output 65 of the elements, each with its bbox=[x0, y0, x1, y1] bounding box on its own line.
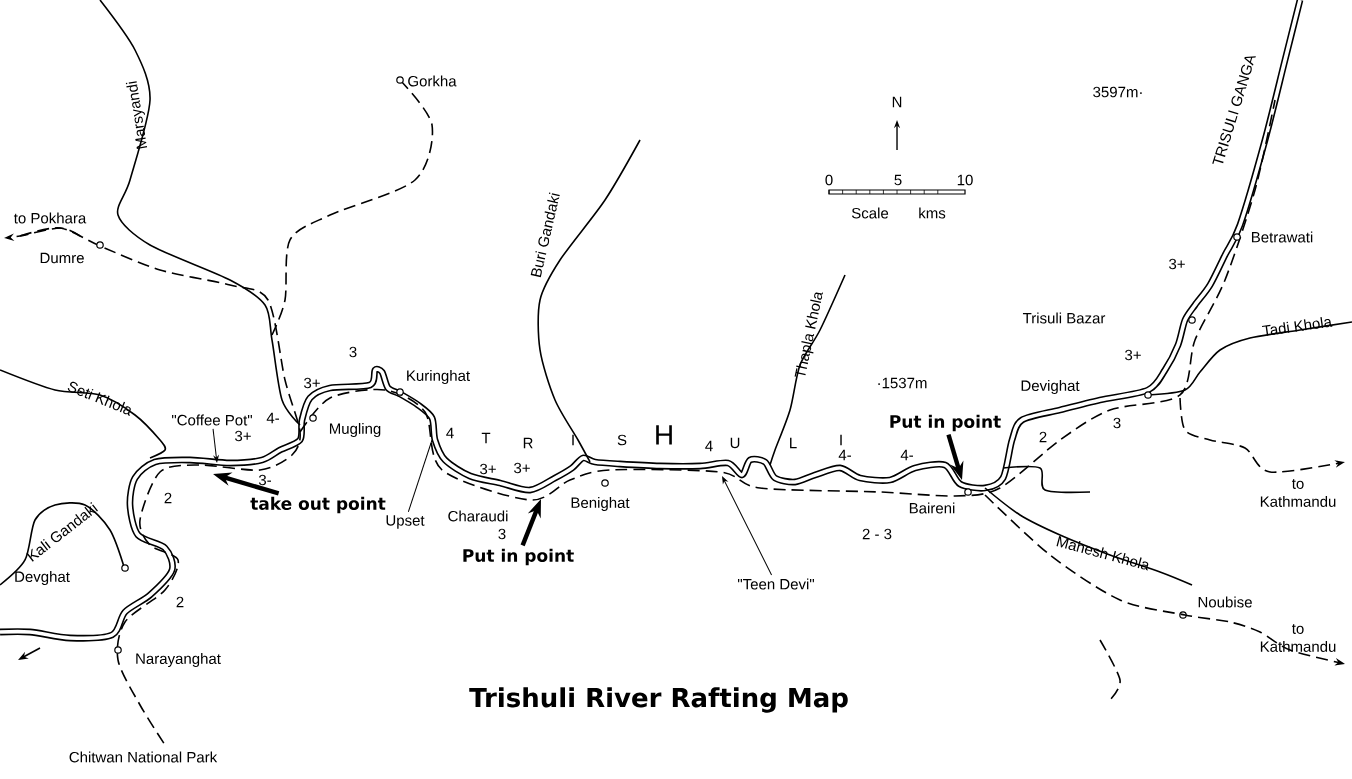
river-letter: R bbox=[523, 437, 533, 449]
river-name: Buri Gandaki bbox=[530, 192, 560, 278]
place-label: Devighat bbox=[1021, 380, 1080, 394]
place-label: Mugling bbox=[329, 423, 381, 437]
place-label: Kuringhat bbox=[407, 370, 470, 384]
park-label: Chitwan National Park bbox=[69, 751, 218, 763]
river-name: Thapla Khola bbox=[794, 292, 823, 377]
scale-label: kms bbox=[919, 207, 946, 219]
map-title: Trishuli River Rafting Map bbox=[469, 687, 848, 713]
river-letter: U bbox=[730, 437, 740, 449]
rapid-grade: 3+ bbox=[235, 430, 251, 442]
place-label: Charaudi bbox=[448, 510, 508, 522]
scale-label: Scale bbox=[851, 207, 889, 219]
place-label: Betrawati bbox=[1252, 231, 1313, 243]
callout-label: Put in point bbox=[463, 548, 574, 566]
place-label: "Coffee Pot" bbox=[172, 414, 252, 426]
place-label: to Kathmandu bbox=[1260, 479, 1336, 507]
river-letter: S bbox=[617, 434, 627, 446]
rapid-grade: 4- bbox=[900, 449, 913, 461]
scale-number: 5 bbox=[894, 174, 902, 186]
river-letter: L bbox=[790, 437, 797, 449]
callout-label: Put in point bbox=[890, 414, 1001, 432]
place-label: Narayanghat bbox=[136, 653, 221, 667]
elevation-label: ·1537m bbox=[878, 377, 927, 389]
river-letter: T bbox=[481, 432, 491, 444]
place-label: Dumre bbox=[40, 252, 84, 264]
callout-label: take out point bbox=[250, 496, 386, 514]
place-label: Upset bbox=[386, 515, 425, 529]
arrow bbox=[212, 428, 219, 463]
place-label: Devghat bbox=[15, 571, 70, 585]
place-label: Baireni bbox=[909, 502, 955, 514]
rapid-grade: 3+ bbox=[304, 377, 320, 389]
rapid-grade: 3+ bbox=[1169, 258, 1185, 270]
rapid-grade: 3+ bbox=[1125, 349, 1141, 361]
river-letter: I bbox=[572, 434, 574, 446]
river-letter: I bbox=[840, 434, 842, 446]
place-label: "Teen Devi" bbox=[737, 578, 814, 590]
rapid-grade: 3+ bbox=[514, 462, 530, 474]
place-label: Noubise bbox=[1198, 596, 1252, 608]
rapid-grade: 3 bbox=[349, 346, 357, 358]
river-letter: H bbox=[656, 425, 672, 445]
north-label: N bbox=[892, 96, 902, 108]
scale-number: 0 bbox=[825, 174, 833, 186]
place-label: Benighat bbox=[571, 497, 630, 511]
rapid-grade: 2 bbox=[176, 596, 184, 608]
rapid-grade: 4 bbox=[705, 440, 713, 452]
rapid-grade: 3 bbox=[1113, 417, 1121, 429]
rapid-grade: 3+ bbox=[480, 463, 496, 475]
rapid-grade: 3 bbox=[498, 528, 506, 540]
place-label: Trisuli Bazar bbox=[1022, 312, 1106, 324]
place-label: to Kathmandu bbox=[1260, 624, 1336, 652]
rapid-grade: 4 bbox=[446, 427, 454, 439]
rapid-grade: 4- bbox=[266, 412, 279, 424]
scale-number: 10 bbox=[957, 174, 973, 186]
rapid-grade: 2 bbox=[164, 492, 172, 504]
leader-line bbox=[407, 439, 433, 513]
rapid-grade: 4- bbox=[838, 449, 851, 461]
river-name: Marsyandi bbox=[125, 81, 148, 149]
place-label: to Pokhara bbox=[13, 212, 87, 224]
rapid-grade: 3- bbox=[258, 474, 271, 486]
arrow bbox=[722, 476, 773, 576]
rapid-grade: 2 - 3 bbox=[862, 528, 892, 540]
elevation-label: 3597m· bbox=[1093, 86, 1142, 98]
place-label: Gorkha bbox=[408, 75, 457, 87]
rapid-grade: 2 bbox=[1039, 431, 1047, 443]
